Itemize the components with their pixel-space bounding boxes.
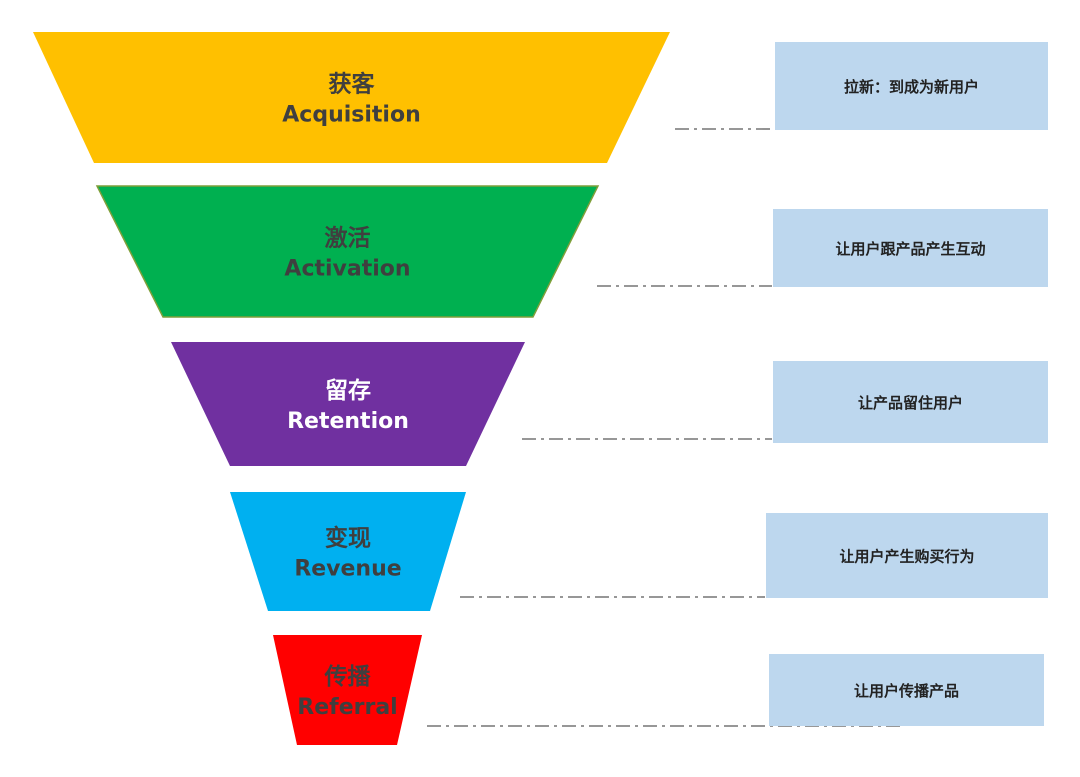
description-text: 拉新：到成为新用户	[844, 78, 979, 96]
description-text: 让用户传播产品	[854, 682, 959, 700]
description-box-activation: 让用户跟产品产生互动	[773, 209, 1048, 287]
stage-title-en: Activation	[284, 257, 410, 282]
description-box-referral: 让用户传播产品	[769, 654, 1044, 726]
stage-title-zh: 传播	[324, 664, 372, 690]
description-box-background	[773, 209, 1048, 287]
descriptions: 拉新：到成为新用户让用户跟产品产生互动让产品留住用户让用户产生购买行为让用户传播…	[766, 42, 1048, 726]
funnel-stage-referral: 传播 Referral	[273, 635, 422, 745]
description-box-background	[766, 513, 1048, 598]
description-text: 让用户产生购买行为	[839, 548, 974, 566]
stage-title-zh: 获客	[329, 71, 376, 98]
funnel: 获客 Acquisition 激活 Activation 留存 Retention 变现 Re…	[33, 32, 670, 745]
description-box-revenue: 让用户产生购买行为	[766, 513, 1048, 598]
stage-title-en: Referral	[297, 695, 397, 720]
stage-title-en: Revenue	[294, 557, 401, 582]
funnel-segment-activation	[95, 185, 600, 318]
description-text: 让用户跟产品产生互动	[835, 240, 985, 258]
funnel-stage-acquisition: 获客 Acquisition	[33, 32, 670, 163]
description-box-retention: 让产品留住用户	[773, 361, 1048, 443]
description-text: 让产品留住用户	[858, 394, 963, 412]
stage-title-zh: 激活	[325, 225, 371, 252]
stage-title-en: Retention	[287, 409, 409, 434]
stage-title-zh: 留存	[325, 377, 371, 404]
funnel-segment-referral	[273, 635, 422, 745]
funnel-segment-retention	[171, 342, 525, 466]
stage-title-en: Acquisition	[282, 103, 421, 128]
stage-title-zh: 变现	[325, 525, 371, 552]
funnel-stage-revenue: 变现 Revenue	[230, 492, 466, 611]
funnel-segment-revenue	[230, 492, 466, 611]
description-box-background	[773, 361, 1048, 443]
funnel-segment-acquisition	[33, 32, 670, 163]
description-box-background	[769, 654, 1044, 726]
description-box-background	[775, 42, 1048, 130]
description-box-acquisition: 拉新：到成为新用户	[775, 42, 1048, 130]
funnel-stage-retention: 留存 Retention	[171, 342, 525, 466]
funnel-stage-activation: 激活 Activation	[95, 185, 600, 318]
